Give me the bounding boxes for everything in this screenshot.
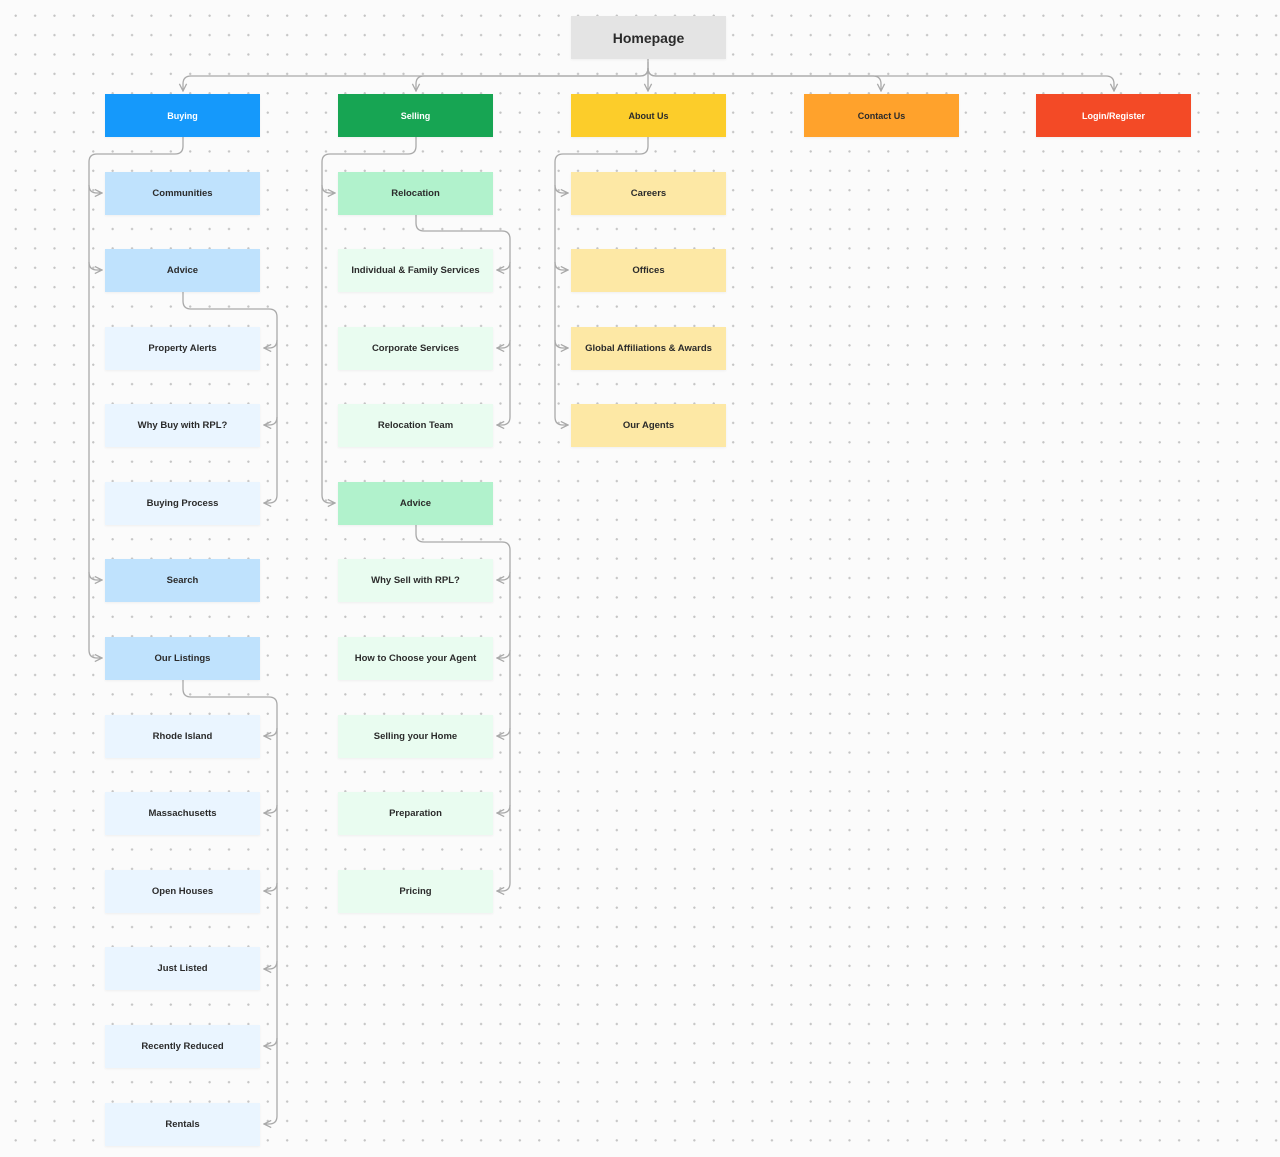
node-massachusetts[interactable]: Massachusetts [105, 792, 260, 835]
node-buying-communities[interactable]: Communities [105, 172, 260, 215]
node-our-listings[interactable]: Our Listings [105, 637, 260, 680]
node-property-alerts[interactable]: Property Alerts [105, 327, 260, 370]
node-search[interactable]: Search [105, 559, 260, 602]
node-selling-advice[interactable]: Advice [338, 482, 493, 525]
node-corporate-services[interactable]: Corporate Services [338, 327, 493, 370]
node-buying-advice[interactable]: Advice [105, 249, 260, 292]
node-global-affiliations[interactable]: Global Affiliations & Awards [571, 327, 726, 370]
node-selling-your-home[interactable]: Selling your Home [338, 715, 493, 758]
node-selling[interactable]: Selling [338, 94, 493, 137]
node-recently-reduced[interactable]: Recently Reduced [105, 1025, 260, 1068]
node-homepage[interactable]: Homepage [571, 16, 726, 59]
node-rentals[interactable]: Rentals [105, 1103, 260, 1146]
node-why-buy[interactable]: Why Buy with RPL? [105, 404, 260, 447]
node-preparation[interactable]: Preparation [338, 792, 493, 835]
node-choose-agent[interactable]: How to Choose your Agent [338, 637, 493, 680]
node-just-listed[interactable]: Just Listed [105, 947, 260, 990]
node-buying-process[interactable]: Buying Process [105, 482, 260, 525]
node-about-us[interactable]: About Us [571, 94, 726, 137]
node-relocation-team[interactable]: Relocation Team [338, 404, 493, 447]
node-rhode-island[interactable]: Rhode Island [105, 715, 260, 758]
node-our-agents[interactable]: Our Agents [571, 404, 726, 447]
node-offices[interactable]: Offices [571, 249, 726, 292]
node-pricing[interactable]: Pricing [338, 870, 493, 913]
node-why-sell[interactable]: Why Sell with RPL? [338, 559, 493, 602]
node-individual-family-services[interactable]: Individual & Family Services [338, 249, 493, 292]
node-buying[interactable]: Buying [105, 94, 260, 137]
node-login-register[interactable]: Login/Register [1036, 94, 1191, 137]
node-open-houses[interactable]: Open Houses [105, 870, 260, 913]
node-relocation[interactable]: Relocation [338, 172, 493, 215]
node-careers[interactable]: Careers [571, 172, 726, 215]
node-contact-us[interactable]: Contact Us [804, 94, 959, 137]
